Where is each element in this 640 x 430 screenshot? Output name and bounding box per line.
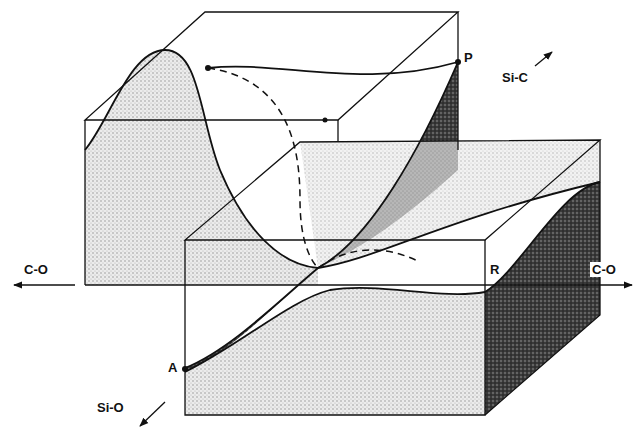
point-label: R <box>488 262 501 277</box>
axis-label: C-O <box>590 262 618 277</box>
axis-label: Si-C <box>500 70 530 85</box>
point-label: P <box>462 50 475 65</box>
axis-label: C-O <box>22 262 50 277</box>
axis-label: Si-O <box>95 400 126 415</box>
point-label: A <box>166 360 179 375</box>
